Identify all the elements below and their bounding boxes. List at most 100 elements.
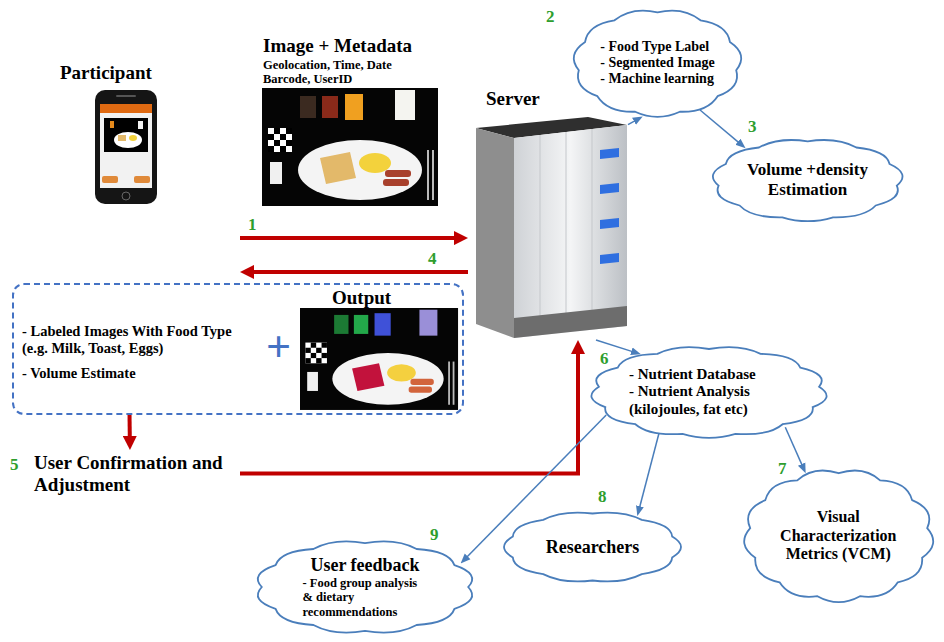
bullet-text: - Food Type Label [600, 39, 714, 55]
bullet-text: - Machine learning [600, 71, 714, 87]
node-heading: Server [486, 88, 540, 110]
process-cloud: - Food Type Label- Segmented Image- Mach… [565, 4, 750, 122]
meal-photo-part [298, 140, 422, 200]
callout-number: 6 [600, 350, 609, 367]
metadata-list: Geolocation, Time, Date Barcode, UserID [263, 59, 435, 87]
meal-photo-part [300, 96, 316, 118]
segmented-meal-photo-part [409, 387, 432, 393]
segmented-meal-photo [300, 308, 458, 410]
meal-photo-part [322, 96, 338, 118]
meal-photo [262, 88, 438, 206]
cloud-outline [574, 11, 741, 117]
process-cloud: Volume +density Estimation [703, 135, 912, 225]
meal-photo-part [345, 94, 363, 120]
server-illustration-part [600, 218, 619, 229]
meal-photo-part [359, 153, 391, 173]
cloud-outline [504, 513, 681, 582]
segmented-meal-photo-part [448, 362, 450, 405]
callout-number: 7 [778, 460, 787, 477]
meal-photo-part [268, 146, 274, 152]
cloud-outline [258, 541, 472, 632]
segmented-meal-photo-part [322, 343, 327, 348]
bullet-text: - Food group analysis & dietary recommen… [303, 576, 428, 619]
meal-photo-part [395, 90, 415, 120]
callout-number: 1 [248, 216, 257, 233]
cloud-text: Volume +density Estimation [735, 160, 880, 199]
segmented-meal-photo-part [332, 353, 443, 405]
process-arrow [639, 434, 658, 508]
callout-number: 9 [430, 526, 439, 543]
segmented-meal-photo-part [311, 343, 316, 348]
meal-photo-part [274, 128, 280, 134]
phone-illustration [95, 90, 157, 204]
data-flow-arrow [240, 351, 578, 473]
bullet-text: - Nutrient Database [629, 366, 789, 383]
output-box: Output - Labeled Images With Food Type (e… [12, 283, 464, 415]
process-cloud: - Nutrient Database- Nutrient Analysis (… [580, 342, 838, 442]
process-cloud: Visual Characterization Metrics (VCM) [735, 463, 942, 608]
plus-sign: + [266, 325, 291, 369]
process-cloud: Researchers [495, 508, 690, 586]
segmented-meal-photo-part [305, 343, 327, 364]
phone-illustration-part [104, 118, 148, 152]
process-arrow [785, 427, 802, 466]
meal-photo-part [286, 128, 292, 134]
segmented-meal-photo-part [305, 358, 310, 363]
process-arrow [628, 120, 636, 124]
segmented-meal-photo-part [316, 358, 321, 363]
image-heading: Image + Metadata [263, 36, 412, 55]
phone-illustration-part [122, 192, 130, 200]
callout-number: 4 [428, 250, 437, 267]
segmented-meal-photo-part [354, 315, 368, 334]
bullet-text: - Labeled Images With Food Type (e.g. Mi… [22, 323, 247, 356]
phone-illustration-part [129, 135, 137, 141]
server-illustration-part [600, 148, 619, 159]
cloud-heading: User feedback [303, 555, 428, 576]
phone-illustration-part [114, 132, 142, 148]
participant-phone: Participant [55, 88, 240, 280]
segmented-meal-photo-part [322, 353, 327, 358]
cloud-outline [591, 347, 826, 438]
server-tower: Server [468, 118, 628, 340]
process-cloud: User feedback- Food group analysis & die… [245, 536, 485, 638]
meal-photo-part [268, 128, 292, 152]
segmented-meal-photo-part [316, 348, 321, 353]
data-flow-arrow [128, 415, 132, 439]
meal-photo-part [280, 134, 286, 140]
server-illustration-part [600, 253, 619, 264]
meal-photo-part [427, 150, 429, 200]
data-flow-arrow [240, 236, 457, 240]
server-illustration-part [566, 132, 567, 332]
meal-photo-part [286, 140, 292, 146]
callout-number: 5 [10, 456, 19, 473]
phone-illustration-part [134, 176, 150, 183]
meal-photo-part [432, 150, 434, 200]
segmented-meal-photo-part [305, 348, 310, 353]
segmented-meal-photo-part [375, 313, 391, 335]
box-heading: Output [332, 287, 391, 309]
segmented-meal-photo-part [410, 379, 433, 385]
segmented-meal-photo-part [352, 363, 384, 391]
phone-illustration-part [118, 135, 126, 141]
step-label: User Confirmation and Adjustment [34, 452, 234, 496]
segmented-meal-photo-part [334, 315, 348, 334]
step-text: User Confirmation and Adjustment [30, 450, 240, 502]
segmented-meal-photo-part [453, 362, 455, 405]
meal-photo-part [274, 140, 280, 146]
segmented-meal-photo-part [300, 308, 458, 410]
meal-photo-part [385, 170, 411, 177]
segmented-meal-photo-part [387, 364, 416, 381]
server-illustration-part [592, 129, 593, 329]
cloud-text: Researchers [546, 537, 640, 558]
process-arrow [700, 110, 739, 143]
data-flow-arrow [251, 270, 468, 274]
meal-photo-part [280, 146, 286, 152]
meal-photo-part [262, 88, 438, 206]
server-illustration-part [600, 183, 619, 194]
server-illustration-part [540, 135, 541, 335]
segmented-meal-photo-part [307, 372, 318, 391]
phone-illustration-part [110, 121, 114, 128]
callout-number: 2 [546, 8, 555, 25]
callout-number: 3 [748, 118, 757, 135]
callout-number: 8 [598, 488, 607, 505]
